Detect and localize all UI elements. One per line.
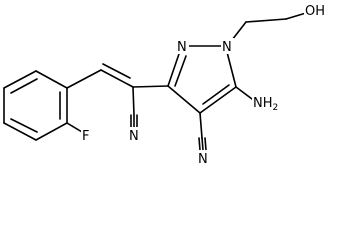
bond-ph-1 [35, 70, 68, 89]
bond-ch2b-oh [285, 12, 307, 20]
bond-calpha-cbeta-double [102, 63, 131, 79]
atom-nitrile-vinyl: N [129, 129, 139, 144]
atom-n1-pyrazole: N [222, 40, 232, 55]
bonds [3, 12, 307, 151]
atom-labels: N N OH NH2 F N N [81, 3, 328, 167]
atom-amino: NH2 [253, 96, 278, 113]
bond-n2-c3 [167, 50, 181, 87]
bond-c5-nh2 [235, 86, 253, 100]
bond-ph-inner-b [10, 118, 38, 133]
bond-cn-triple-a [198, 137, 201, 151]
bond-c3-c4 [167, 85, 201, 114]
bond-c4-cn [199, 112, 203, 139]
bond-ph-4 [3, 122, 37, 141]
bond-ph-f [66, 122, 83, 133]
bond-c4-c5-double [202, 84, 230, 105]
bond-c4-c5 [199, 86, 237, 114]
atom-hydroxyl: OH [305, 4, 325, 19]
bond-ph-2 [3, 70, 37, 89]
bond-n2-c3-double [174, 55, 187, 87]
bond-cn-triple-b [201, 137, 204, 151]
bond-cn-triple-c [204, 137, 207, 151]
bond-ph-5 [35, 122, 68, 141]
bond-ch2a-ch2b [245, 18, 287, 23]
atom-fluoro: F [82, 129, 89, 144]
atom-amino-main: NH [253, 96, 273, 111]
bond-c3-calpha [132, 85, 169, 88]
atom-n-pyrazole: N [177, 40, 187, 55]
bond-calpha-cn [132, 86, 135, 116]
bond-ph-inner-a [10, 78, 38, 94]
atom-nitrile-ring: N [198, 152, 208, 167]
bond-c5-n1 [226, 51, 237, 88]
molecule-canvas: N N OH NH2 F N N [3, 3, 328, 167]
atom-amino-subscript: 2 [273, 103, 279, 113]
bond-calpha-cbeta [100, 69, 134, 88]
bond-n1-ch2a [231, 21, 247, 41]
structure-diagram: N N OH NH2 F N N [3, 3, 328, 167]
bond-cbeta-ph [66, 69, 102, 89]
